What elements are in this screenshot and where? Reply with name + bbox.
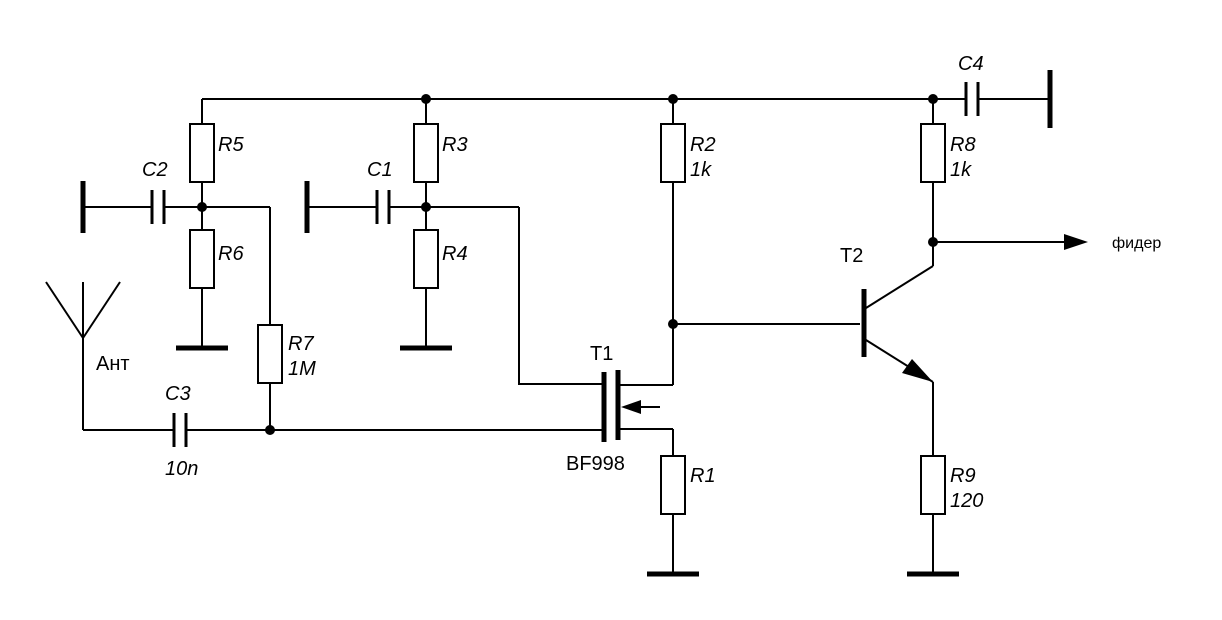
label-r5: R5 bbox=[218, 134, 244, 156]
label-r3: R3 bbox=[442, 134, 468, 156]
label-c3: C3 bbox=[165, 383, 191, 405]
label-t2: T2 bbox=[840, 245, 863, 267]
transistor-t2 bbox=[861, 242, 934, 456]
resistor-r6 bbox=[189, 229, 215, 289]
junction-dots bbox=[197, 94, 938, 435]
resistor-r1 bbox=[660, 455, 686, 515]
label-r4: R4 bbox=[442, 243, 468, 265]
capacitor-c1 bbox=[304, 181, 519, 233]
label-c3-value: 10n bbox=[165, 458, 198, 480]
label-r7: R7 bbox=[288, 333, 314, 355]
resistor-r5 bbox=[189, 123, 215, 183]
resistor-r8 bbox=[920, 123, 946, 183]
label-r9-value: 120 bbox=[950, 490, 983, 512]
label-r8: R8 bbox=[950, 134, 976, 156]
resistor-r3 bbox=[413, 123, 439, 183]
label-c2: C2 bbox=[142, 159, 168, 181]
label-r6: R6 bbox=[218, 243, 244, 265]
supply-rail bbox=[201, 98, 933, 124]
resistor-r7 bbox=[257, 324, 283, 384]
resistor-r4 bbox=[413, 229, 439, 289]
label-antenna: Ант bbox=[96, 353, 130, 375]
label-r2: R2 bbox=[690, 134, 716, 156]
label-output: фидер bbox=[1112, 235, 1161, 252]
capacitor-c3 bbox=[83, 413, 602, 447]
capacitor-c4 bbox=[933, 70, 1053, 128]
capacitor-c2 bbox=[80, 181, 270, 233]
transistor-t1 bbox=[601, 370, 673, 442]
output-arrow bbox=[933, 234, 1088, 250]
label-r8-value: 1k bbox=[950, 159, 972, 181]
label-c1: C1 bbox=[367, 159, 393, 181]
resistor-r2 bbox=[660, 123, 686, 183]
label-r9: R9 bbox=[950, 465, 976, 487]
label-t1: T1 bbox=[590, 343, 613, 365]
resistor-r9 bbox=[920, 455, 946, 515]
label-r1: R1 bbox=[690, 465, 716, 487]
antenna-icon bbox=[45, 281, 121, 430]
label-c4: C4 bbox=[958, 53, 984, 75]
label-t1-part: BF998 bbox=[566, 453, 625, 475]
label-r7-value: 1M bbox=[288, 358, 316, 380]
label-r2-value: 1k bbox=[690, 159, 712, 181]
